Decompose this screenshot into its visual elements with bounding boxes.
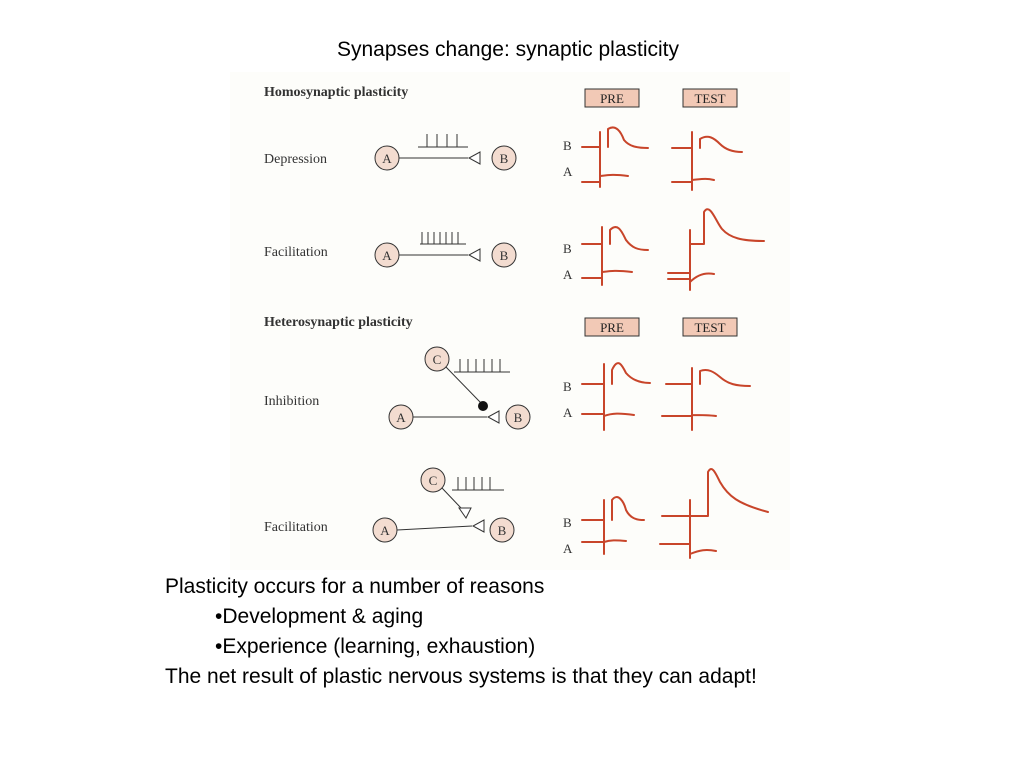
neuron-c: C <box>420 467 446 493</box>
row-label-facilitation-hetero: Facilitation <box>264 520 328 535</box>
svg-text:A: A <box>396 410 406 425</box>
svg-text:A: A <box>380 523 390 538</box>
trace-label-a: A <box>563 267 573 282</box>
trace-label-b: B <box>563 379 572 394</box>
homosynaptic-heading: Homosynaptic plasticity <box>264 85 408 100</box>
facilitation-homo-circuit <box>399 232 481 262</box>
trace-label-b: B <box>563 241 572 256</box>
trace-label-b: B <box>563 515 572 530</box>
plasticity-diagram: Homosynaptic plasticity Heterosynaptic p… <box>264 85 769 559</box>
svg-text:C: C <box>429 473 438 488</box>
intro-line: Plasticity occurs for a number of reason… <box>165 575 545 598</box>
svg-text:B: B <box>500 248 509 263</box>
trace-label-a: A <box>563 164 573 179</box>
test-tag-top: TEST <box>682 88 738 108</box>
neuron-b: B <box>491 242 517 268</box>
conclusion-line: The net result of plastic nervous system… <box>165 665 757 688</box>
trace-test-facilitation-hetero <box>659 468 769 559</box>
inhibitory-synapse-dot <box>478 401 488 411</box>
trace-pre-facilitation-hetero <box>581 496 645 555</box>
row-label-inhibition: Inhibition <box>264 394 319 409</box>
test-label: TEST <box>694 320 725 335</box>
slide-title: Synapses change: synaptic plasticity <box>336 38 680 61</box>
neuron-a: A <box>374 145 400 171</box>
trace-label-a: A <box>563 541 573 556</box>
depression-circuit <box>399 134 481 165</box>
bullet-development: •Development & aging <box>215 605 424 628</box>
row-label-depression: Depression <box>264 152 327 167</box>
svg-text:A: A <box>382 151 392 166</box>
trace-test-depression <box>671 131 743 191</box>
trace-pre-depression <box>581 126 649 188</box>
trace-pre-facilitation <box>581 226 649 286</box>
facilitation-hetero-circuit <box>396 477 504 533</box>
svg-text:B: B <box>514 410 523 425</box>
pre-label: PRE <box>600 91 624 106</box>
bullet-experience: •Experience (learning, exhaustion) <box>215 635 536 658</box>
neuron-b: B <box>489 517 515 543</box>
pre-tag-top: PRE <box>584 88 640 108</box>
trace-pre-inhibition <box>581 362 651 431</box>
svg-text:A: A <box>382 248 392 263</box>
test-label: TEST <box>694 91 725 106</box>
neuron-a: A <box>374 242 400 268</box>
svg-text:B: B <box>500 151 509 166</box>
pre-tag-bottom: PRE <box>584 317 640 337</box>
inhibition-circuit <box>413 359 510 424</box>
row-label-facilitation-homo: Facilitation <box>264 245 328 260</box>
neuron-a: A <box>372 517 398 543</box>
trace-labels: B A B A B A B A <box>563 138 573 556</box>
trace-test-inhibition <box>661 367 751 431</box>
trace-label-b: B <box>563 138 572 153</box>
trace-test-facilitation <box>667 208 765 291</box>
plasticity-figure: Homosynaptic plasticity Heterosynaptic p… <box>230 72 790 570</box>
svg-text:C: C <box>433 352 442 367</box>
body-text: Plasticity occurs for a number of reason… <box>165 572 757 692</box>
test-tag-bottom: TEST <box>682 317 738 337</box>
neuron-a: A <box>388 404 414 430</box>
heterosynaptic-heading: Heterosynaptic plasticity <box>264 315 413 330</box>
trace-label-a: A <box>563 405 573 420</box>
neuron-c: C <box>424 346 450 372</box>
neuron-b: B <box>505 404 531 430</box>
neuron-b: B <box>491 145 517 171</box>
svg-text:B: B <box>498 523 507 538</box>
pre-label: PRE <box>600 320 624 335</box>
